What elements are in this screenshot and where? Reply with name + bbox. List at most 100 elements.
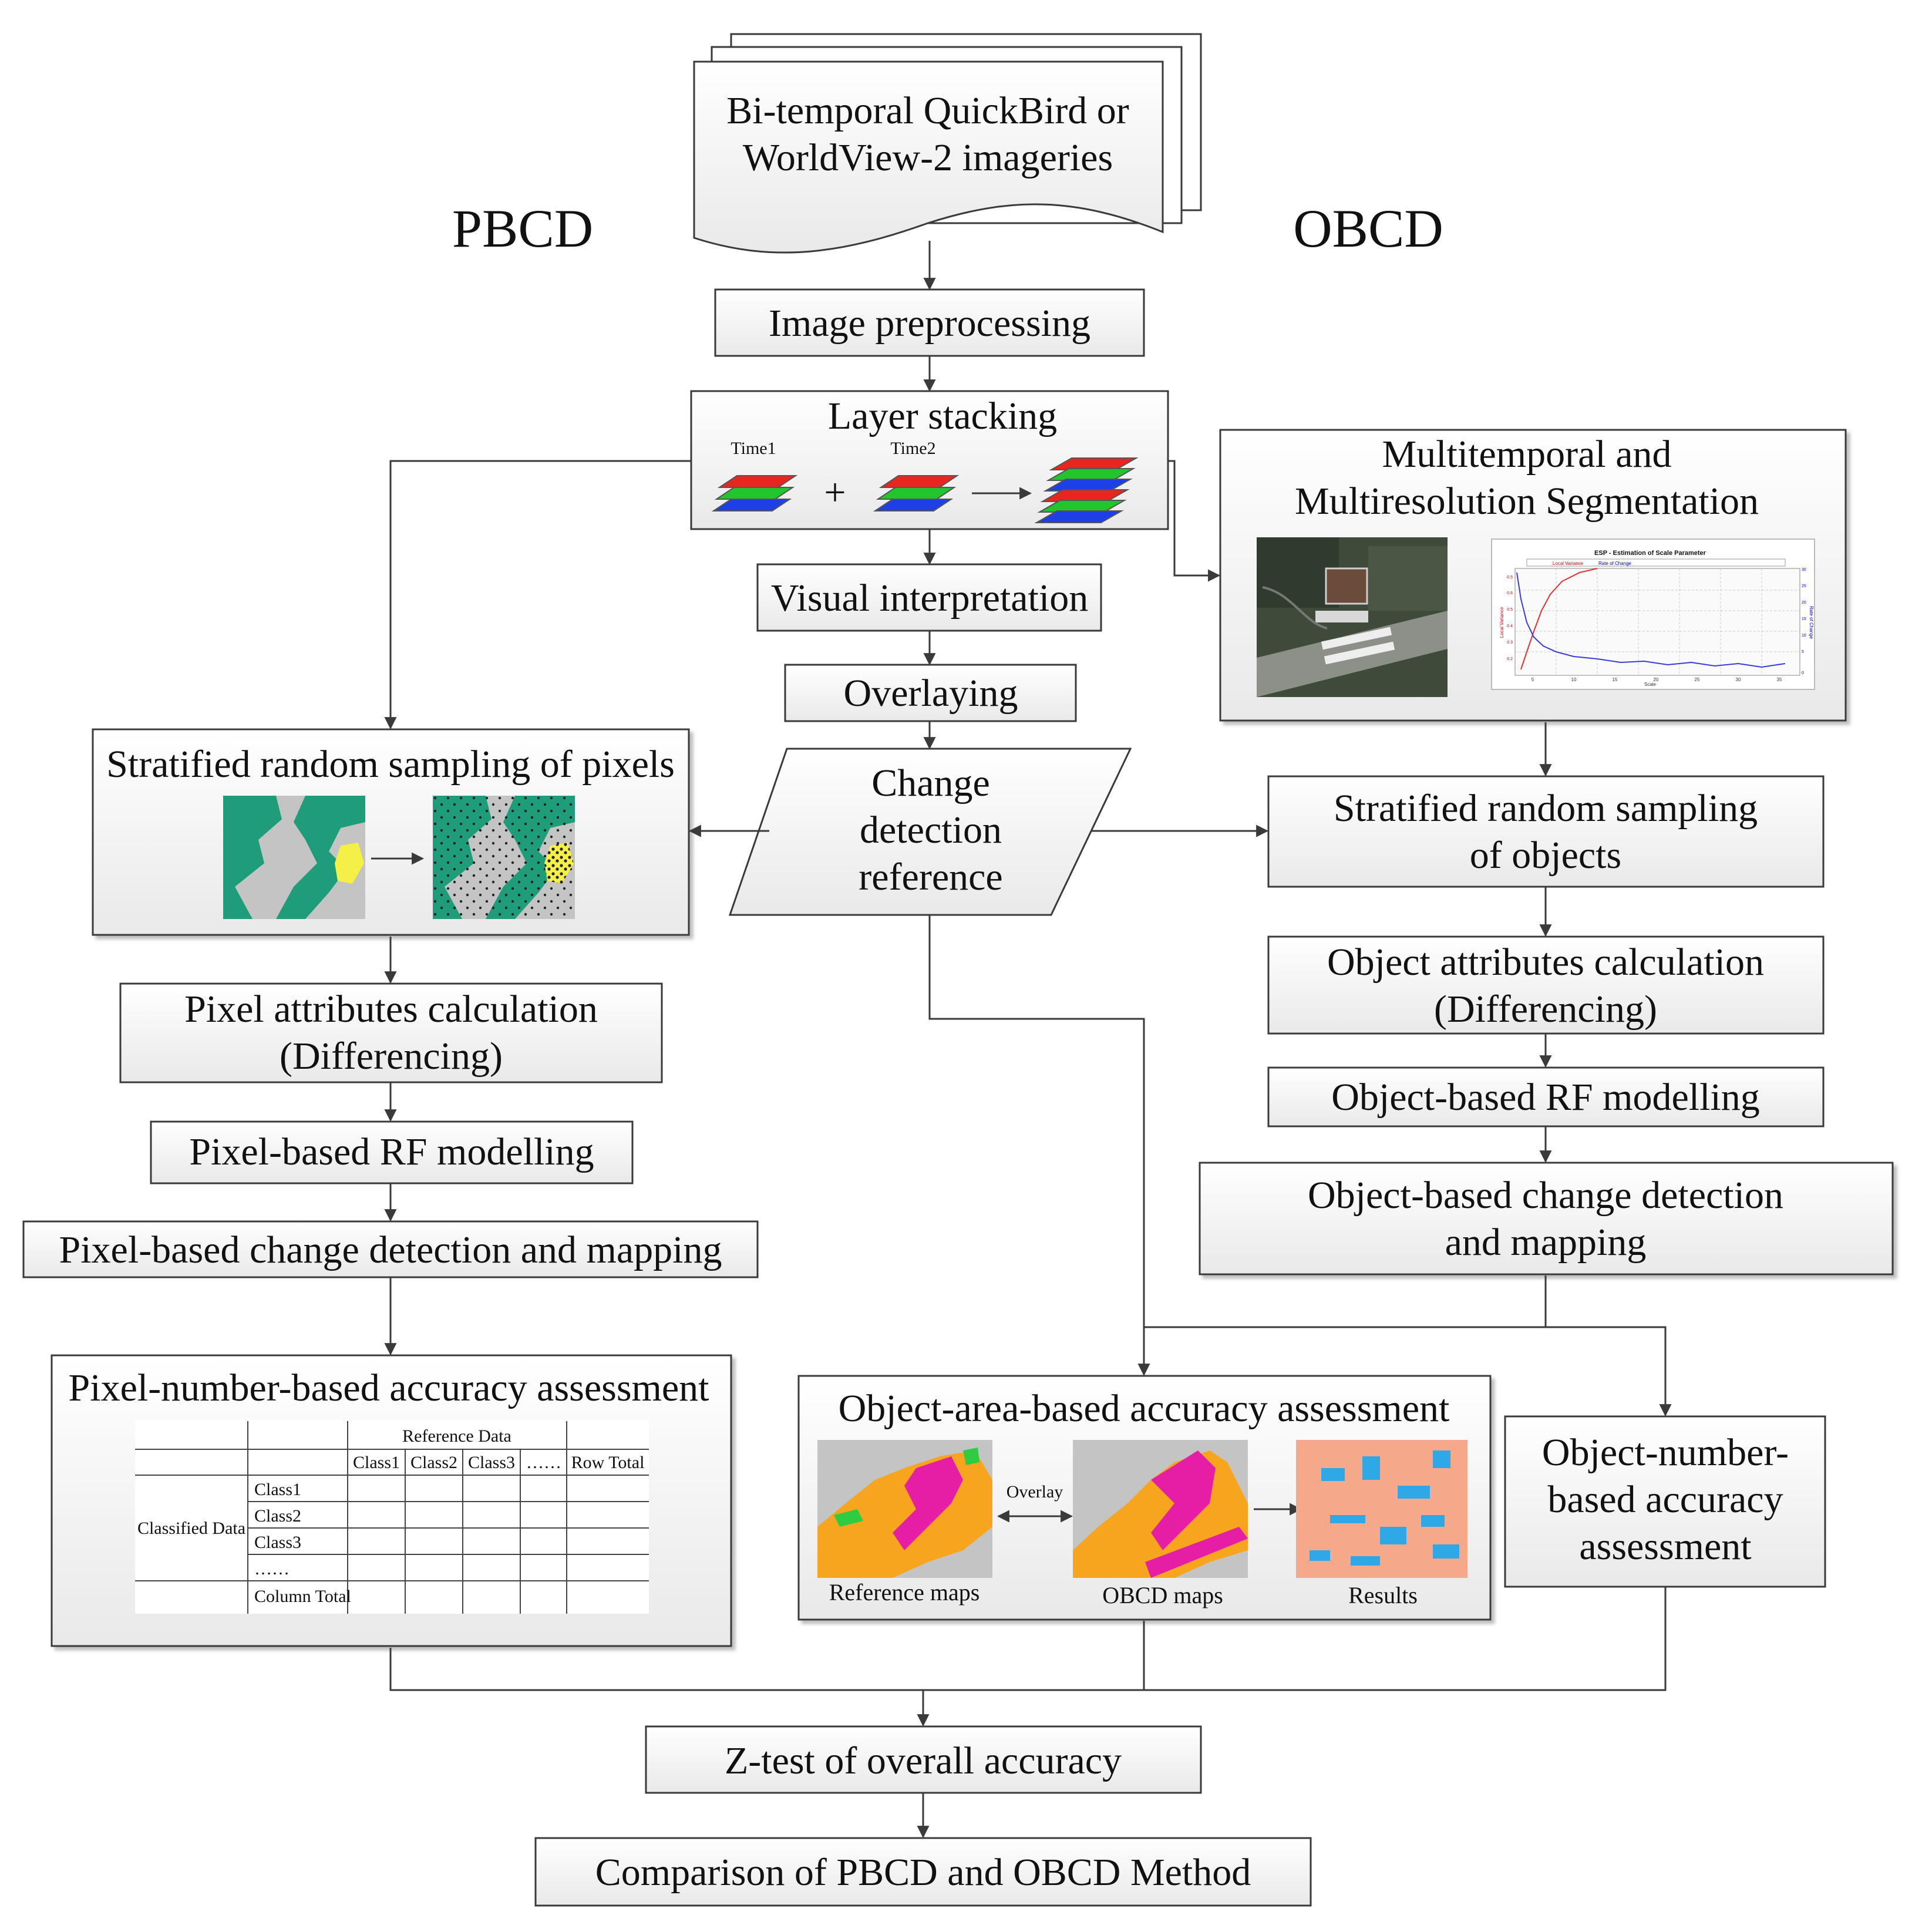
esp-xtick: 20 bbox=[1654, 677, 1659, 682]
esp-ytick-right: 10 bbox=[1802, 634, 1806, 638]
esp-rate-change-line bbox=[1516, 572, 1786, 668]
strat-objects-box: Stratified random sampling of objects bbox=[1267, 775, 1825, 888]
object-rf-label: Object-based RF modelling bbox=[1331, 1076, 1760, 1119]
esp-xtick: 30 bbox=[1736, 677, 1741, 682]
pixel-attr-line2: (Differencing) bbox=[280, 1035, 503, 1078]
results-map-image bbox=[1296, 1440, 1467, 1578]
plus-sign: + bbox=[824, 471, 846, 514]
object-area-accuracy-box: Object-area-based accuracy assessment Ov… bbox=[797, 1375, 1492, 1621]
esp-local-variance-line bbox=[1520, 568, 1598, 670]
ztest-label: Z-test of overall accuracy bbox=[725, 1739, 1122, 1782]
esp-ytick-left: 0.4 bbox=[1507, 624, 1513, 628]
strat-objects-line2: of objects bbox=[1470, 834, 1621, 877]
esp-ytick-right: 5 bbox=[1802, 650, 1804, 654]
table-col-header: Class2 bbox=[410, 1453, 457, 1472]
input-line2: WorldView-2 imageries bbox=[743, 136, 1113, 179]
time1-layers-icon bbox=[711, 475, 798, 511]
esp-ytick-left: 0.6 bbox=[1507, 591, 1513, 595]
image-preprocessing-box: Image preprocessing bbox=[714, 288, 1145, 357]
pbcd-heading: PBCD bbox=[452, 198, 593, 258]
strat-objects-line1: Stratified random sampling bbox=[1334, 787, 1758, 830]
layer-stacking-label: Layer stacking bbox=[828, 395, 1057, 437]
change-ref-line1: Change bbox=[871, 762, 990, 805]
obcd-map-image bbox=[1073, 1440, 1248, 1578]
classified-data-label: Classified Data bbox=[137, 1519, 245, 1538]
strat-pixels-label: Stratified random sampling of pixels bbox=[106, 743, 675, 786]
comparison-box: Comparison of PBCD and OBCD Method bbox=[534, 1837, 1312, 1907]
table-row-header: Class1 bbox=[254, 1480, 301, 1499]
esp-xtick: 25 bbox=[1695, 677, 1700, 682]
pixel-attributes-box: Pixel attributes calculation (Differenci… bbox=[119, 982, 663, 1083]
esp-ytick-right: 30 bbox=[1802, 568, 1806, 572]
time1-label: Time1 bbox=[731, 439, 776, 458]
esp-ytick-left: 0.2 bbox=[1507, 657, 1513, 661]
pixel-rf-label: Pixel-based RF modelling bbox=[189, 1130, 594, 1173]
pixel-accuracy-box: Pixel-number-based accuracy assessment R… bbox=[51, 1354, 732, 1647]
esp-legend-rate-change: Rate of Change bbox=[1598, 561, 1632, 566]
object-cd-box: Object-based change detection and mappin… bbox=[1199, 1162, 1894, 1275]
image-preprocessing-label: Image preprocessing bbox=[769, 302, 1090, 345]
confusion-matrix-table: Reference Data Class1 Class2 Class3 …… R… bbox=[135, 1420, 649, 1614]
table-row-header: Class3 bbox=[254, 1533, 301, 1552]
pixel-acc-label: Pixel-number-based accuracy assessment bbox=[69, 1366, 709, 1409]
esp-legend-local-variance: Local Variance bbox=[1553, 561, 1584, 566]
object-num-acc-line1: Object-number- bbox=[1542, 1431, 1789, 1474]
input-imagery-document: Bi-temporal QuickBird or WorldView-2 ima… bbox=[693, 33, 1202, 254]
table-row-header: …… bbox=[254, 1559, 290, 1578]
table-col-header: Class3 bbox=[468, 1453, 515, 1472]
object-rf-box: Object-based RF modelling bbox=[1267, 1066, 1825, 1127]
esp-ylabel-left: Local Variance bbox=[1499, 607, 1504, 638]
reference-maps-caption: Reference maps bbox=[829, 1579, 980, 1605]
ztest-box: Z-test of overall accuracy bbox=[645, 1725, 1202, 1794]
time2-label: Time2 bbox=[890, 439, 935, 458]
esp-xlabel: Scale bbox=[1644, 682, 1657, 687]
esp-xtick: 5 bbox=[1531, 677, 1534, 682]
esp-chart-title: ESP - Estimation of Scale Parameter bbox=[1594, 550, 1706, 557]
esp-ytick-right: 15 bbox=[1802, 617, 1806, 621]
change-detection-reference-box: Change detection reference bbox=[728, 748, 1132, 916]
esp-ytick-left: 0.5 bbox=[1507, 575, 1513, 580]
object-num-acc-line3: assessment bbox=[1579, 1525, 1751, 1568]
visual-interpretation-box: Visual interpretation bbox=[756, 563, 1102, 632]
overlaying-box: Overlaying bbox=[784, 664, 1077, 722]
esp-xtick: 10 bbox=[1571, 677, 1577, 682]
object-cd-line1: Object-based change detection bbox=[1308, 1174, 1783, 1217]
comparison-label: Comparison of PBCD and OBCD Method bbox=[595, 1851, 1251, 1894]
segmentation-satellite-image bbox=[1257, 537, 1448, 697]
esp-ytick-right: 25 bbox=[1802, 584, 1806, 588]
esp-ytick-right: 0 bbox=[1802, 671, 1804, 675]
table-row-header: Class2 bbox=[254, 1506, 301, 1526]
overlaying-label: Overlaying bbox=[844, 672, 1018, 715]
esp-ytick-right: 20 bbox=[1802, 601, 1806, 605]
object-attributes-box: Object attributes calculation (Differenc… bbox=[1267, 935, 1825, 1035]
pixel-cd-box: Pixel-based change detection and mapping bbox=[22, 1220, 759, 1278]
segmentation-line2: Multiresolution Segmentation bbox=[1295, 480, 1759, 523]
pixel-rf-box: Pixel-based RF modelling bbox=[150, 1120, 634, 1184]
change-ref-line2: detection bbox=[860, 809, 1002, 851]
table-col-header: Row Total bbox=[571, 1453, 645, 1472]
change-ref-line3: reference bbox=[859, 856, 1002, 898]
object-attr-line2: (Differencing) bbox=[1434, 988, 1657, 1031]
reference-data-label: Reference Data bbox=[402, 1426, 511, 1446]
segmentation-line1: Multitemporal and bbox=[1382, 433, 1671, 476]
results-caption: Results bbox=[1348, 1582, 1418, 1608]
pixel-attr-line1: Pixel attributes calculation bbox=[184, 988, 598, 1031]
obcd-maps-caption: OBCD maps bbox=[1102, 1582, 1223, 1608]
object-num-acc-line2: based accuracy bbox=[1547, 1478, 1783, 1521]
object-attr-line1: Object attributes calculation bbox=[1327, 941, 1764, 984]
sampled-pixel-map bbox=[433, 796, 575, 919]
table-col-header: Class1 bbox=[353, 1453, 400, 1472]
connectors bbox=[384, 241, 1672, 1839]
reference-map-image bbox=[817, 1440, 992, 1578]
pixel-class-map bbox=[223, 796, 365, 919]
input-line1: Bi-temporal QuickBird or bbox=[726, 89, 1129, 132]
obcd-heading: OBCD bbox=[1293, 198, 1443, 258]
esp-ytick-left: 0.5 bbox=[1507, 608, 1513, 612]
time2-layers-icon bbox=[873, 475, 960, 511]
esp-xtick: 15 bbox=[1613, 677, 1618, 682]
pixel-cd-label: Pixel-based change detection and mapping bbox=[59, 1228, 722, 1271]
table-row-header: Column Total bbox=[254, 1587, 351, 1606]
object-cd-line2: and mapping bbox=[1445, 1221, 1647, 1264]
